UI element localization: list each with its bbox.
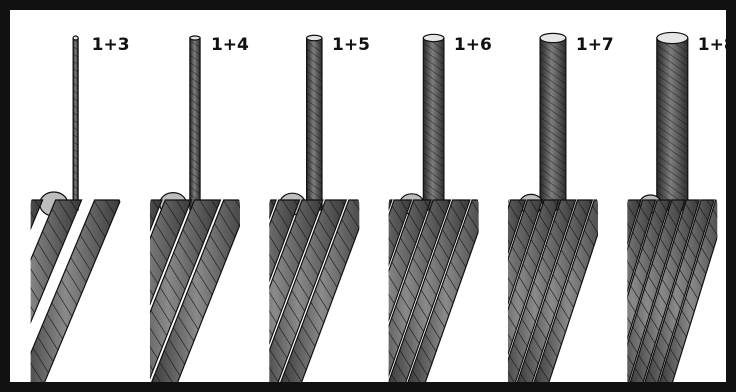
- core-wire-lay-lines: [540, 38, 566, 210]
- core-wire-end: [190, 36, 200, 40]
- core-wire-end: [540, 33, 566, 42]
- rope-label: 1+6: [454, 35, 492, 55]
- rope-label: 1+3: [92, 35, 130, 55]
- core-wire-end: [307, 35, 322, 41]
- rope-2: 1+4: [56, 35, 250, 382]
- core-wire-end: [657, 32, 688, 43]
- rope-label: 1+8: [698, 35, 726, 55]
- core-wire-end: [423, 34, 444, 41]
- core-wire-lay-lines: [423, 38, 444, 210]
- core-wire-lay-lines: [73, 38, 78, 210]
- diagram-frame: 1+3 1+4 1+5 1+6 1+7 1+8: [10, 10, 726, 382]
- rope-label: 1+5: [332, 35, 370, 55]
- core-wire-end: [73, 36, 78, 40]
- core-wire-lay-lines: [190, 38, 200, 210]
- rope-1: 1+3: [10, 35, 130, 382]
- core-wire-lay-lines: [307, 38, 322, 210]
- rope-label: 1+4: [211, 35, 249, 55]
- rope-label: 1+7: [576, 35, 614, 55]
- rope-construction-diagram: 1+3 1+4 1+5 1+6 1+7 1+8: [10, 10, 726, 382]
- core-wire-lay-lines: [657, 38, 688, 210]
